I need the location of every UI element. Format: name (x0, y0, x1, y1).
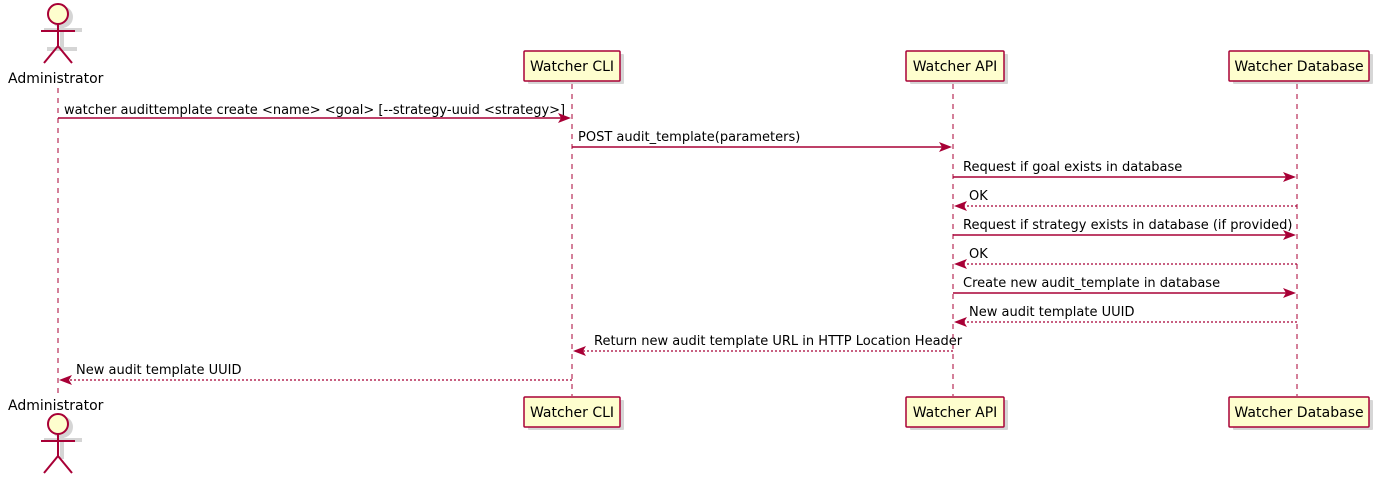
actor-label-administrator-bottom: Administrator (8, 398, 104, 414)
message-3[interactable]: Request if goal exists in database (953, 160, 1296, 182)
actor-head-icon (47, 413, 69, 435)
participant-box[interactable] (905, 396, 1005, 428)
participant-label-watcher-api: Watcher API (913, 59, 998, 75)
actor-leg-left-icon (43, 45, 59, 64)
participant-label-watcher-api: Watcher API (913, 405, 998, 421)
message-10[interactable]: New audit template UUID (59, 363, 572, 385)
message-label: Create new audit_template in database (963, 276, 1220, 291)
message-label: New audit template UUID (76, 363, 241, 378)
message-arrowhead (59, 375, 72, 385)
participant-watcher-api-top[interactable]: Watcher API (905, 50, 1008, 84)
participant-watcher-cli-bottom[interactable]: Watcher CLI (523, 396, 624, 430)
message-arrowhead (573, 346, 586, 356)
lifelines-layer (57, 84, 1298, 396)
message-arrowhead (558, 113, 571, 123)
actor-leg-right-icon (57, 45, 73, 64)
message-label: OK (969, 189, 988, 204)
actor-administrator-bottom[interactable]: Administrator (8, 398, 104, 474)
message-2[interactable]: POST audit_template(parameters) (572, 130, 952, 152)
participant-label-watcher-cli: Watcher CLI (530, 405, 614, 421)
message-7[interactable]: Create new audit_template in database (953, 276, 1296, 298)
message-label: Request if goal exists in database (963, 160, 1182, 175)
message-arrowhead (1283, 288, 1296, 298)
message-4[interactable]: OK (954, 189, 1297, 211)
participant-watcher-database-bottom[interactable]: Watcher Database (1228, 396, 1373, 430)
participant-watcher-database-top[interactable]: Watcher Database (1228, 50, 1373, 84)
message-5[interactable]: Request if strategy exists in database (… (953, 218, 1296, 240)
participant-box[interactable] (1228, 50, 1370, 82)
message-9[interactable]: Return new audit template URL in HTTP Lo… (573, 334, 963, 356)
actor-administrator-top[interactable]: Administrator (8, 3, 104, 87)
message-arrowhead (954, 317, 967, 327)
message-arrowhead (954, 201, 967, 211)
message-label: POST audit_template(parameters) (578, 130, 800, 145)
participant-label-watcher-database: Watcher Database (1234, 405, 1363, 421)
participant-label-watcher-cli: Watcher CLI (530, 59, 614, 75)
actor-leg-left-icon (43, 455, 59, 474)
participant-box[interactable] (905, 50, 1005, 82)
participant-watcher-cli-top[interactable]: Watcher CLI (523, 50, 624, 84)
actor-leg-right-icon (57, 455, 73, 474)
message-label: Return new audit template URL in HTTP Lo… (594, 334, 963, 349)
message-arrowhead (954, 259, 967, 269)
participant-box[interactable] (523, 396, 621, 428)
message-label: Request if strategy exists in database (… (963, 218, 1292, 233)
message-arrowhead (1283, 230, 1296, 240)
actor-head-icon (47, 3, 69, 25)
participant-label-watcher-database: Watcher Database (1234, 59, 1363, 75)
message-arrowhead (939, 142, 952, 152)
participant-box[interactable] (523, 50, 621, 82)
participant-watcher-api-bottom[interactable]: Watcher API (905, 396, 1008, 430)
message-label: New audit template UUID (969, 305, 1134, 320)
message-1[interactable]: watcher audittemplate create <name> <goa… (58, 103, 571, 123)
message-label: OK (969, 247, 988, 262)
actor-label-administrator-top: Administrator (8, 71, 104, 87)
message-arrowhead (1283, 172, 1296, 182)
message-8[interactable]: New audit template UUID (954, 305, 1297, 327)
message-6[interactable]: OK (954, 247, 1297, 269)
message-label: watcher audittemplate create <name> <goa… (64, 103, 565, 118)
participant-box[interactable] (1228, 396, 1370, 428)
